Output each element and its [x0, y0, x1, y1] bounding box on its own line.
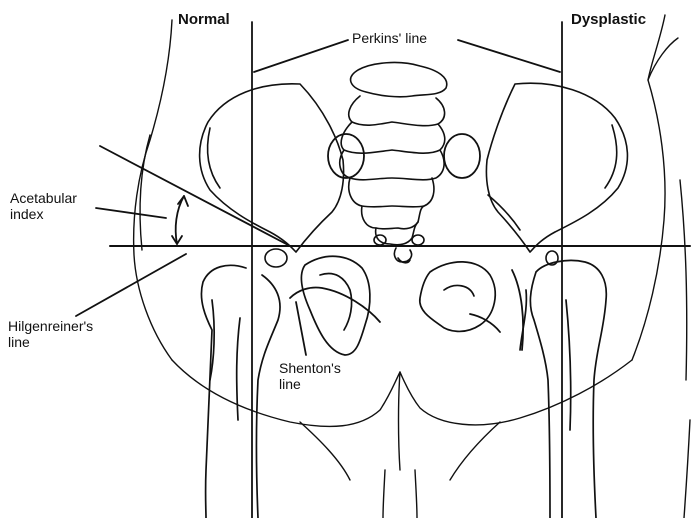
acetabular-index-label-line2: index — [10, 206, 77, 222]
body-outline — [134, 15, 690, 518]
sacrum — [328, 63, 480, 263]
hilgenreiner-label-line2: line — [8, 334, 93, 350]
coccyx — [394, 248, 411, 263]
acetabular-roof-line — [100, 146, 290, 246]
lower-outline — [172, 360, 632, 518]
shenton-line-right — [470, 314, 500, 332]
shenton-label-line2: line — [279, 376, 341, 392]
left-iliac-wing — [200, 84, 344, 252]
acetabular-angle-arrow — [172, 196, 188, 244]
right-iliac-wing — [486, 83, 627, 252]
dysplastic-label: Dysplastic — [571, 12, 646, 28]
femurs — [201, 260, 606, 518]
acetabular-index-label-line1: Acetabular — [10, 190, 77, 206]
perkins-line-label: Perkins' line — [352, 30, 427, 46]
right-sacroiliac-knob — [444, 134, 480, 178]
shenton-line-label: Shenton's line — [279, 360, 341, 392]
hilgenreiner-line-label: Hilgenreiner's line — [8, 318, 93, 350]
perkins-pointer-left — [254, 40, 348, 72]
obturator-rings — [301, 256, 495, 355]
hilgenreiner-label-line1: Hilgenreiner's — [8, 318, 93, 334]
normal-label: Normal — [178, 12, 230, 28]
shenton-pointer — [296, 302, 306, 355]
left-acetabulum-nub — [265, 249, 287, 267]
right-obturator-ring — [420, 262, 495, 332]
left-obturator-ring — [301, 256, 370, 355]
right-femur — [530, 260, 606, 518]
left-sacroiliac-knob — [328, 134, 364, 178]
acetabular-index-pointer — [96, 208, 166, 218]
perkins-pointer-right — [458, 40, 560, 72]
acetabular-index-label: Acetabular index — [10, 190, 77, 222]
hilgenreiner-pointer — [76, 254, 186, 316]
shenton-label-line1: Shenton's — [279, 360, 341, 376]
